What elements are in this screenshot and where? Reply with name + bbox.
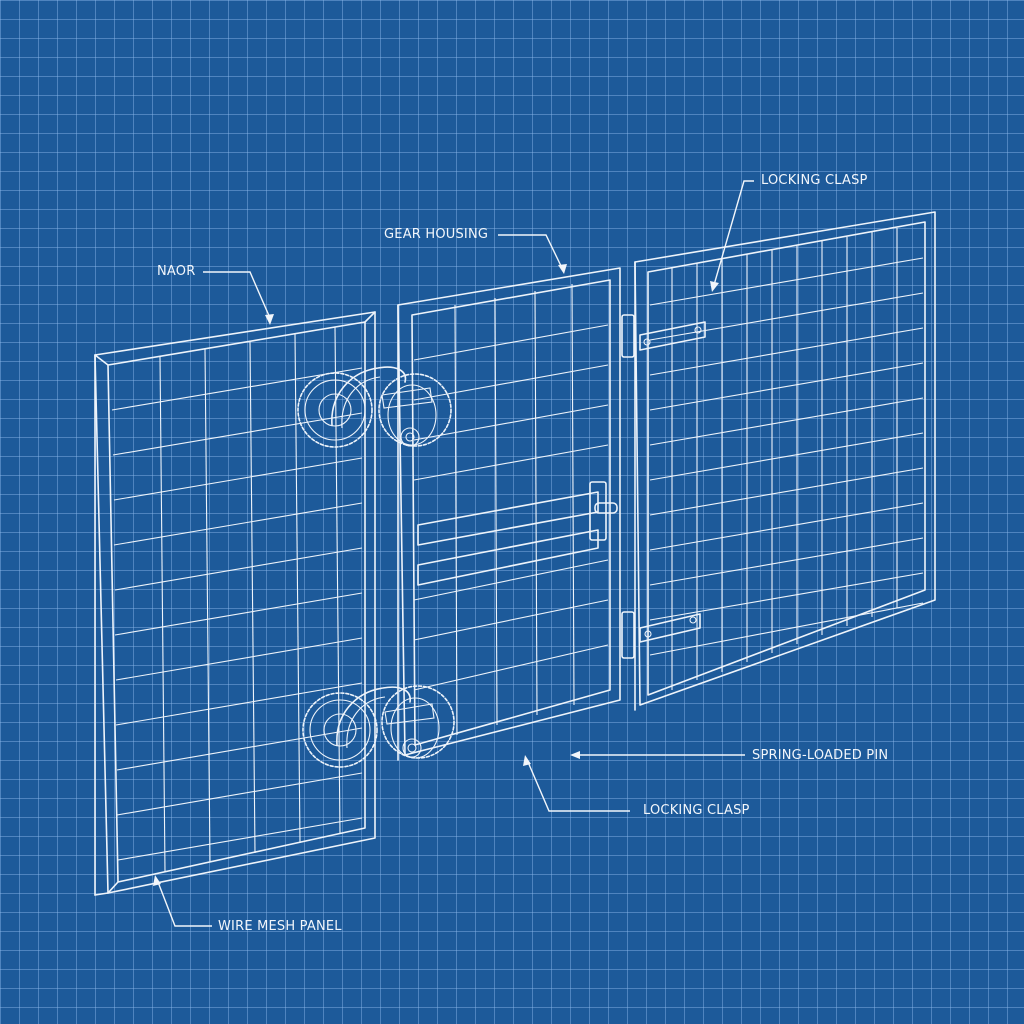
- label-locking-clasp-top: LOCKING CLASP: [761, 173, 868, 188]
- gear-mechanism-lower: [302, 685, 455, 768]
- right-panel: [621, 211, 936, 711]
- latch-bracket: [589, 481, 607, 541]
- label-gear-housing: GEAR HOUSING: [384, 227, 489, 242]
- lower-hinge: [621, 611, 701, 659]
- leader-lines: [153, 180, 754, 927]
- label-naor: NAOR: [157, 264, 196, 279]
- middle-panel: [397, 267, 621, 761]
- left-panel: [94, 311, 376, 896]
- label-wire-mesh-panel: WIRE MESH PANEL: [218, 919, 342, 934]
- label-locking-clasp-bottom: LOCKING CLASP: [643, 803, 750, 818]
- gear-mechanism-upper: [297, 366, 452, 448]
- label-spring-loaded-pin: SPRING-LOADED PIN: [752, 748, 889, 763]
- crossbar: [417, 491, 599, 546]
- upper-hinge: [621, 314, 706, 358]
